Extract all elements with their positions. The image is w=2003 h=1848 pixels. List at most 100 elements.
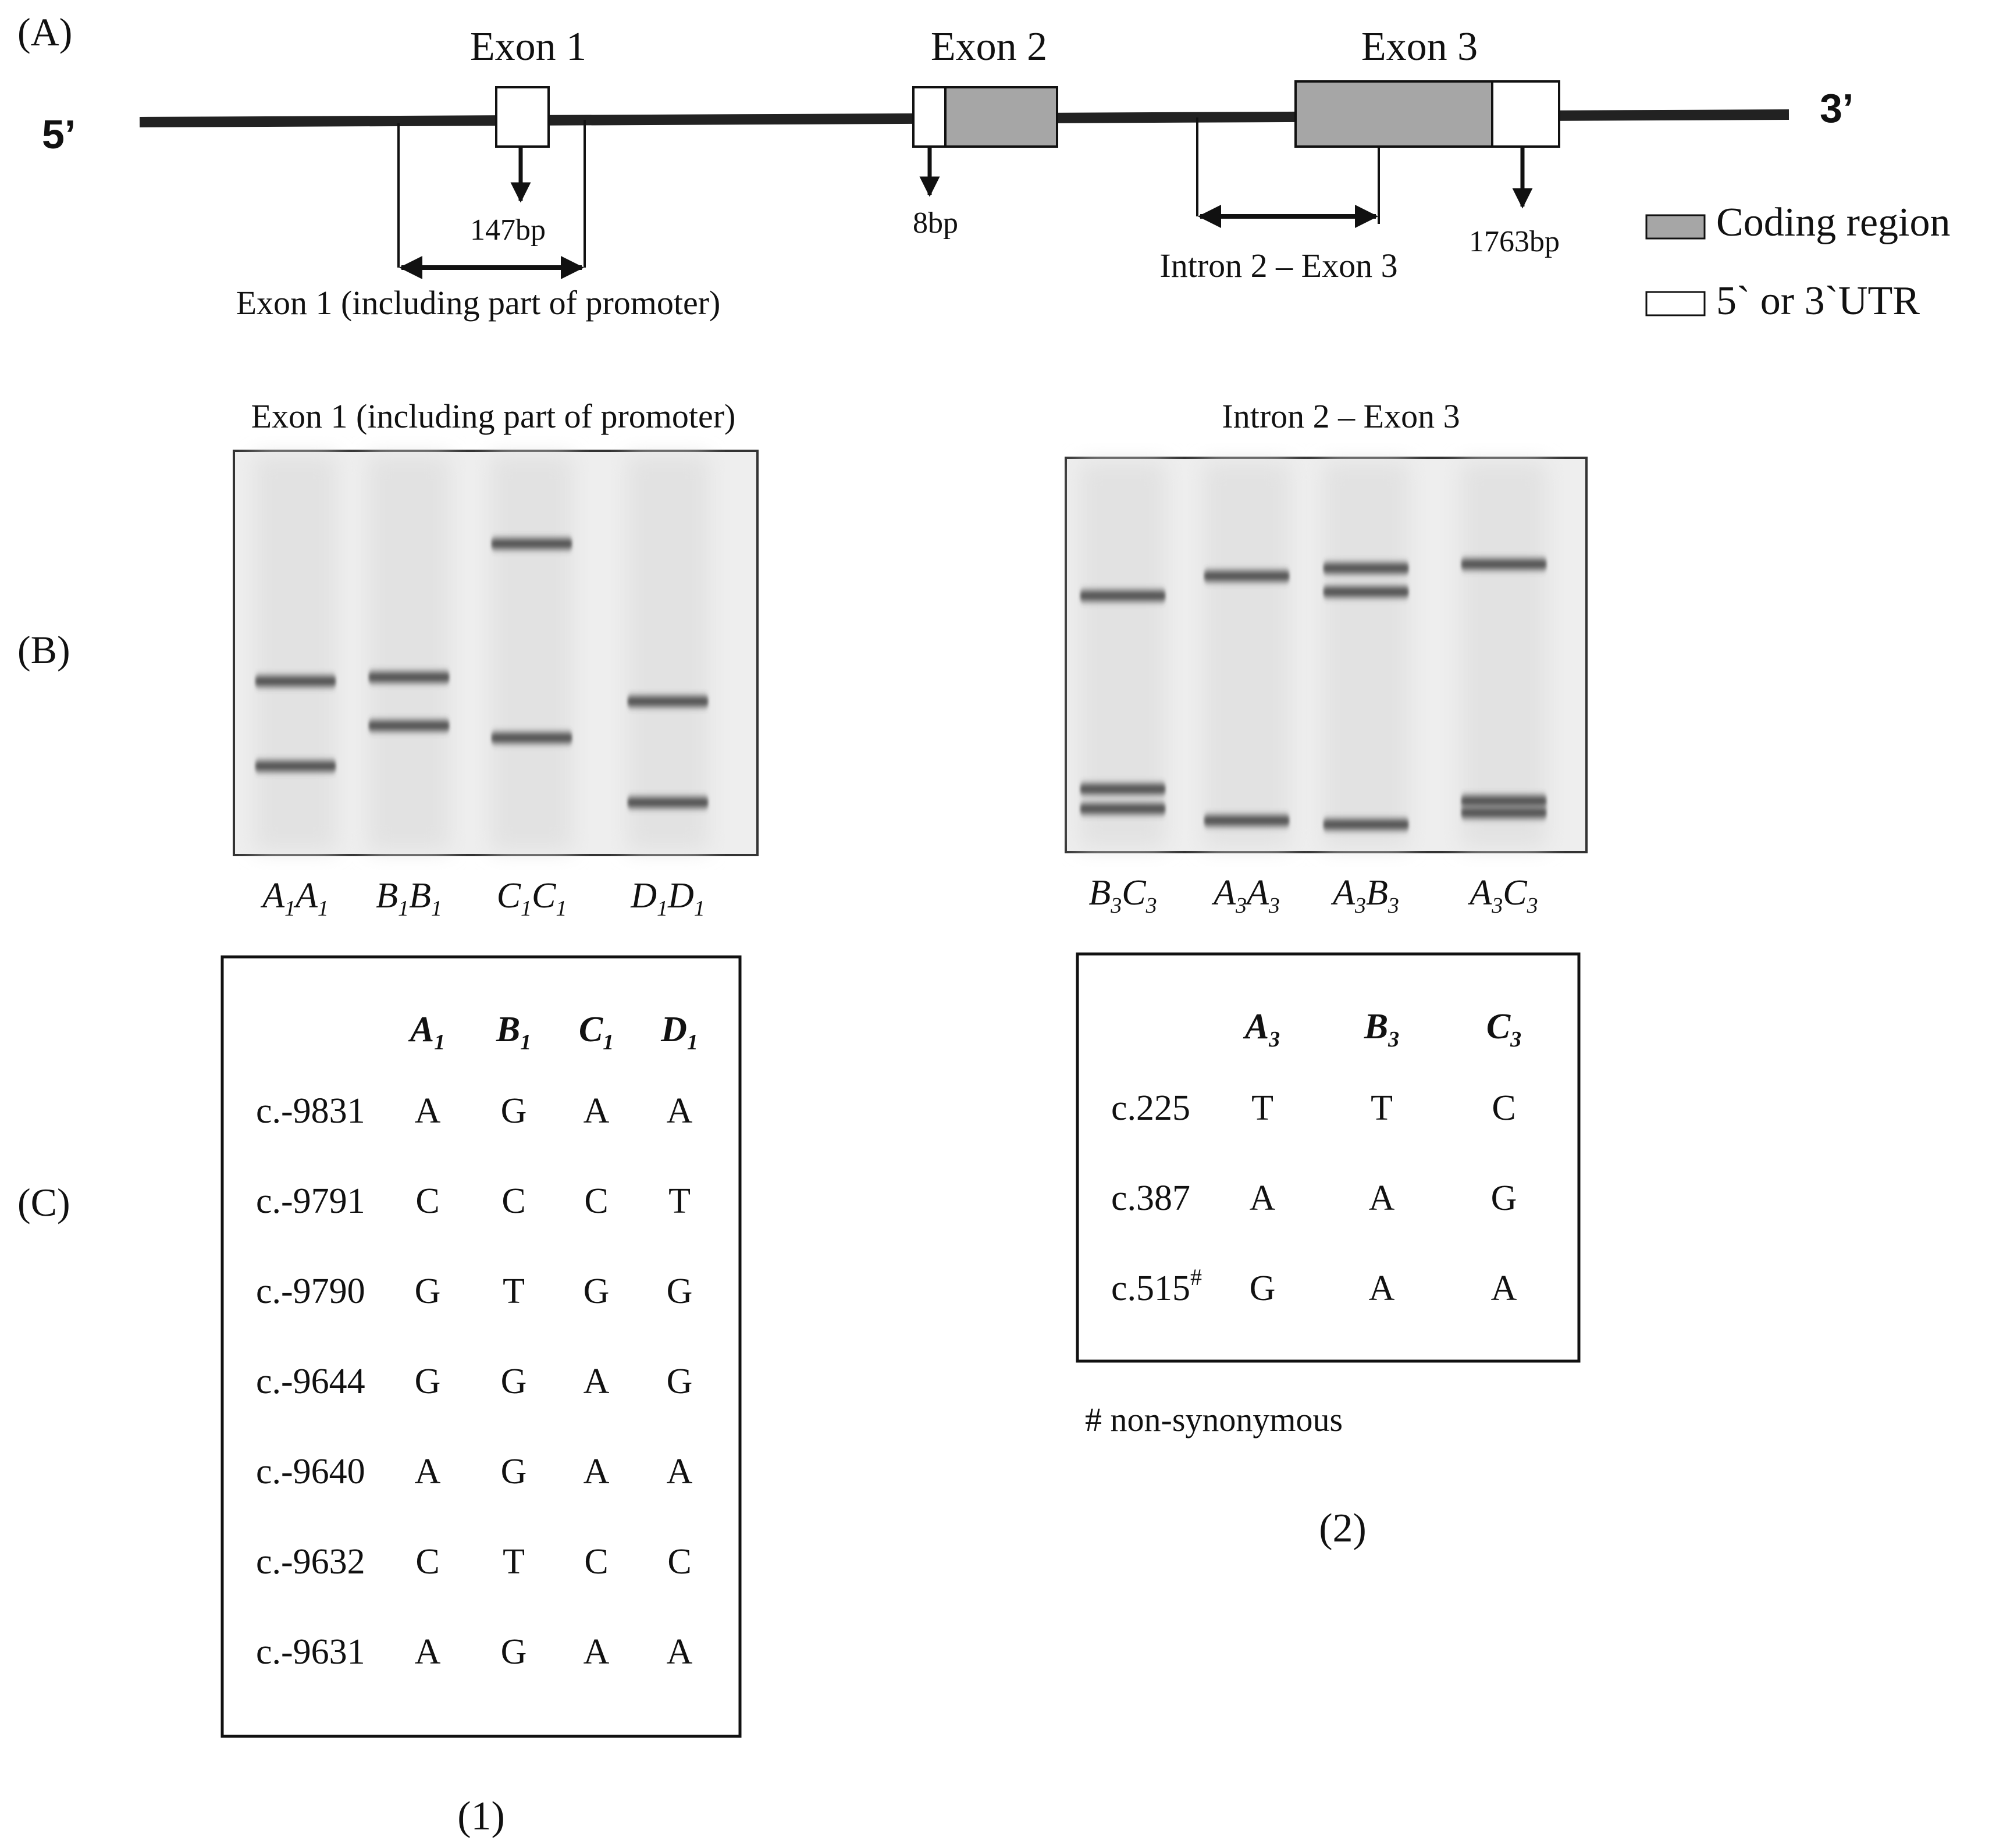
gel-1-lane-2: [368, 455, 450, 850]
table-2-cell: T: [1371, 1088, 1393, 1128]
five-prime-label: 5’: [42, 112, 76, 157]
table-1-cell: A: [584, 1362, 610, 1401]
gel-2-lane-4: [1461, 462, 1547, 848]
table-2-position: c.515#: [1111, 1264, 1202, 1308]
gel-band: [255, 676, 336, 687]
table-1-header: A1: [408, 1010, 445, 1055]
table-1-cell: C: [415, 1542, 439, 1582]
gel-band: [1080, 803, 1166, 814]
exon-3-label: Exon 3: [1361, 24, 1478, 69]
table-2-cell: G: [1250, 1269, 1276, 1308]
exon-1-label: Exon 1: [470, 24, 586, 69]
legend-swatch-coding: [1645, 214, 1706, 240]
exon-1-callout: 147bp: [470, 213, 546, 247]
table-1-cell: C: [584, 1542, 608, 1582]
panel-label-a: (A): [17, 10, 72, 54]
gel-band: [1080, 784, 1166, 795]
gel-band: [1461, 807, 1547, 818]
table-1-cell: A: [415, 1632, 441, 1672]
gel-1-lanes: [255, 455, 709, 850]
gel-2-lane-labels: B3C3 A3A3 A3B3 A3C3: [1088, 873, 1538, 918]
table-1-position: c.-9632: [256, 1542, 365, 1582]
gel-2-lane-1: [1080, 462, 1166, 848]
table-2-cell: A: [1369, 1178, 1395, 1218]
table-1-position: c.-9644: [256, 1362, 365, 1401]
table-1-caption: (1): [457, 1794, 505, 1839]
table-1-cell: T: [503, 1542, 525, 1582]
gel-band: [1204, 571, 1290, 582]
exon-3-coding-box: [1294, 80, 1493, 148]
gel-band: [491, 732, 572, 743]
table-2-cell: G: [1491, 1178, 1517, 1218]
gel-band: [368, 720, 450, 731]
table-1-cell: C: [584, 1181, 608, 1221]
table-1-cell: G: [501, 1452, 527, 1491]
gel-band: [1323, 562, 1409, 574]
three-prime-label: 3’: [1820, 86, 1853, 131]
exon-3-utr-box: [1491, 80, 1560, 148]
gel-band: [627, 797, 709, 808]
table-1-position: c.-9831: [256, 1091, 365, 1131]
table-1-cell: A: [584, 1091, 610, 1131]
legend-swatch-utr: [1645, 291, 1706, 316]
table-2-cell: A: [1250, 1178, 1276, 1218]
exon-2-label: Exon 2: [931, 24, 1047, 69]
table-1-cell: T: [668, 1181, 691, 1221]
table-1-cell: G: [667, 1362, 693, 1401]
table-1-header: B1: [496, 1010, 531, 1055]
table-1-position: c.-9631: [256, 1632, 365, 1672]
table-1-position: c.-9640: [256, 1452, 365, 1491]
gel-band: [1461, 795, 1547, 806]
table-1-cell: C: [667, 1542, 691, 1582]
table-1-position: c.-9790: [256, 1272, 365, 1311]
table-1-cell: G: [415, 1362, 441, 1401]
gel-2-lane-label: A3B3: [1330, 873, 1399, 918]
gel-band: [1461, 559, 1547, 570]
table-1-cell: A: [415, 1091, 441, 1131]
table-1-frame: [220, 955, 742, 1738]
gel-1-title: Exon 1 (including part of promoter): [251, 397, 736, 435]
gene-structure: 5’ 3’ Exon 1 147bp Exon 2 8bp Exon 3 176…: [42, 24, 1853, 322]
table-2-position: c.225: [1111, 1088, 1190, 1128]
table-2-header: B3: [1364, 1007, 1399, 1052]
table-1-cell: G: [667, 1272, 693, 1311]
table-1-cell: G: [415, 1272, 441, 1311]
table-1-position: c.-9791: [256, 1181, 365, 1221]
table-1-cell: C: [501, 1181, 525, 1221]
gel-1-lane-1: [255, 455, 336, 850]
table-1-cell: A: [667, 1091, 693, 1131]
amplicon-1-label: Exon 1 (including part of promoter): [236, 284, 721, 322]
exon-2-utr-box: [912, 86, 947, 148]
table-1-header: C1: [579, 1010, 614, 1055]
gel-1-lane-label: C1C1: [497, 876, 567, 921]
gel-2-lanes: [1080, 462, 1547, 848]
exon-1-utr-box: [495, 86, 550, 148]
gel-2-lane-label: B3C3: [1088, 873, 1157, 918]
gel-band: [1204, 815, 1290, 826]
table-2-header: A3: [1243, 1007, 1280, 1052]
table-1-cell: G: [501, 1091, 527, 1131]
gel-band: [627, 696, 709, 707]
gel-band: [1323, 586, 1409, 597]
table-1-cell: A: [667, 1632, 693, 1672]
gel-band: [255, 761, 336, 772]
gel-band: [1080, 590, 1166, 601]
exon-2-coding-box: [944, 86, 1058, 148]
gel-2-lane-label: A3A3: [1211, 873, 1280, 918]
exon-3-callout: 1763bp: [1469, 225, 1560, 258]
gel-1-lane-label: A1A1: [260, 876, 329, 921]
table-2-position: c.387: [1111, 1178, 1190, 1218]
table-1-cell: G: [584, 1272, 610, 1311]
gel-band: [368, 672, 450, 683]
table-1-cell: T: [503, 1272, 525, 1311]
table-2-cell: A: [1369, 1269, 1395, 1308]
table-2-cell: C: [1492, 1088, 1515, 1128]
table-2-footnote: # non-synonymous: [1085, 1401, 1343, 1438]
legend-label-coding: Coding region: [1716, 200, 1950, 245]
table-1-cell: G: [501, 1362, 527, 1401]
table-1-cell: G: [501, 1632, 527, 1672]
gel-2-lane-3: [1323, 462, 1409, 848]
gel-2-lane-label: A3C3: [1467, 873, 1538, 918]
